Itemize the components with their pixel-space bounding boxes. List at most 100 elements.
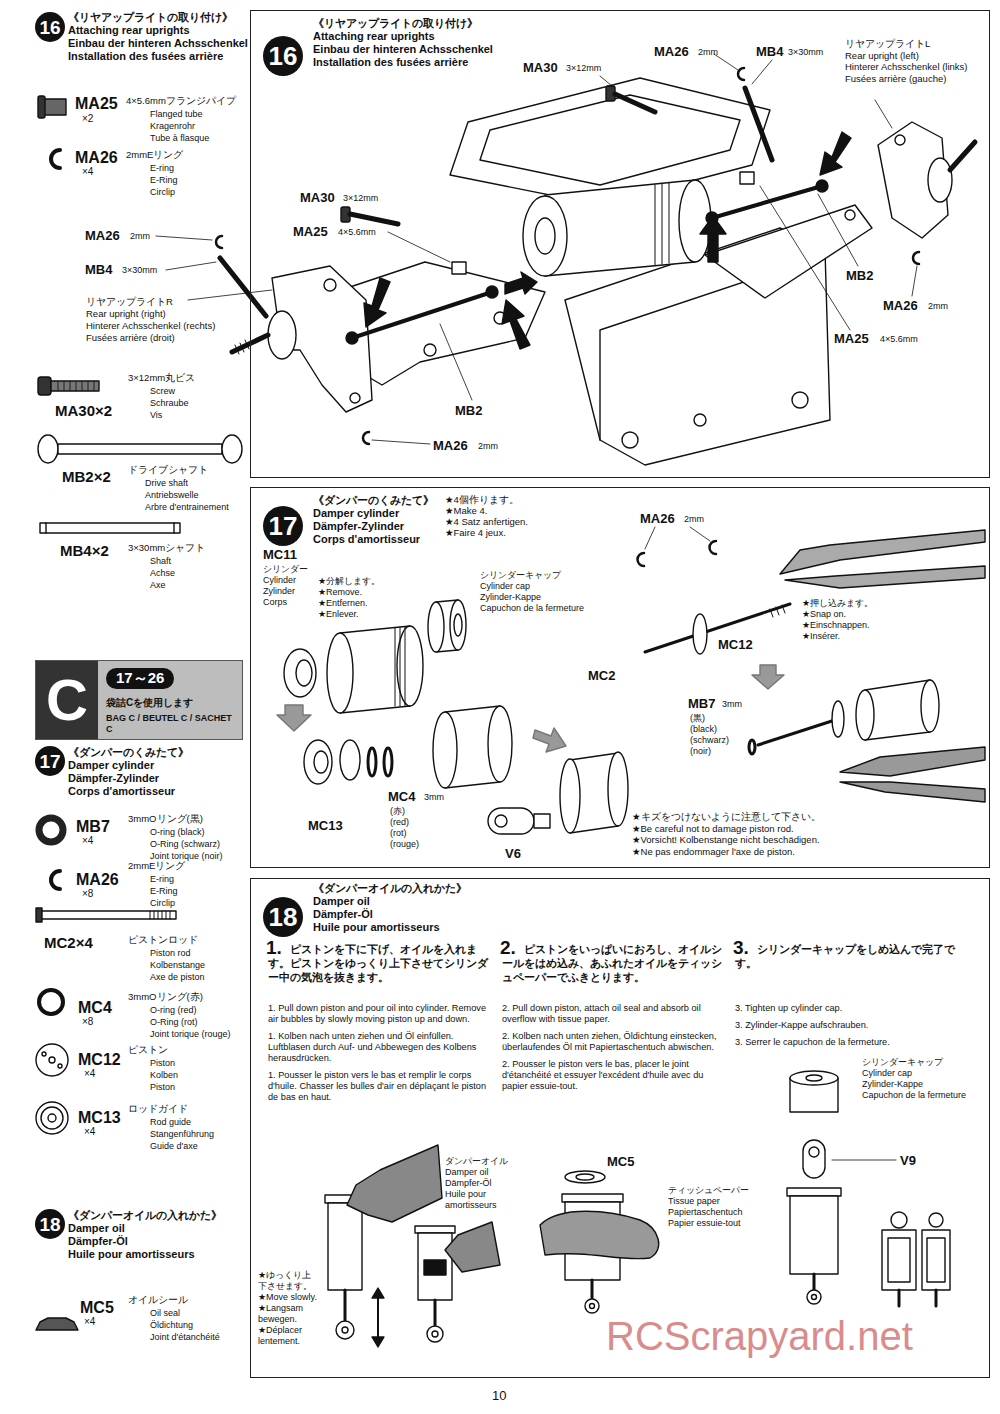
note-text: ★キズをつけないように注意して下さい。 — [632, 811, 821, 823]
label-group: MA26 — [883, 298, 918, 314]
label-group: MB2 — [455, 403, 482, 419]
step-heading-text: 《ダンパーのくみたて》 — [68, 746, 189, 759]
note-text: ★Enlever. — [318, 609, 380, 620]
part-callout: MA26 — [433, 438, 468, 454]
note-text: ★Langsam bewegen. — [258, 1303, 320, 1325]
label-group: MC5 — [607, 1154, 634, 1170]
step-heading-text: Damper oil — [68, 1222, 222, 1235]
note-text: ★Déplacer lentement. — [258, 1325, 320, 1347]
part-description: (赤) — [390, 806, 419, 817]
part-callout: MC2 — [588, 668, 615, 684]
part-description: ピストン — [128, 1044, 168, 1055]
label-group: 2mmEリング — [128, 860, 185, 871]
label-group: 3. Tighten up cylinder cap.3. Zylinder-K… — [735, 1003, 960, 1048]
label-group: 《ダンパーオイルの入れかた》Damper oilDämpfer-ÖlHuile … — [68, 1209, 222, 1261]
part-description: ダンパーオイル — [445, 1156, 530, 1167]
step-heading-text: Einbau der hinteren Achsschenkel — [68, 37, 248, 50]
note-text: ★Move slowly. — [258, 1292, 320, 1303]
label-group: MC12 — [78, 1050, 121, 1069]
label-group: シリンダーキャップをしめ込んで完了です。 — [735, 942, 960, 970]
part-description: 3×12mm丸ビス — [128, 372, 195, 383]
label-group: MC2 — [588, 668, 615, 684]
bag-note: BAG C / BEUTEL C / SACHET C — [106, 713, 240, 736]
part-callout: V9 — [900, 1153, 916, 1169]
part-callout: MB2 — [846, 268, 873, 284]
part-description: O-Ring (schwarz) — [150, 838, 223, 850]
step-heading: 《リヤアップライトの取り付け》Attaching rear uprightsEi… — [313, 17, 493, 69]
label-group: MC4 — [388, 789, 415, 805]
part-callout: MC5 — [607, 1154, 634, 1170]
part-description: リヤアップライトR — [86, 296, 215, 308]
heading-text: Dämpfer-Zylinder — [313, 520, 434, 533]
part-description: Dämpfer-Öl — [445, 1178, 530, 1189]
note-text: ★Be careful not to damage piston rod. — [632, 823, 821, 835]
note-text: ★ゆっくり上下させます。 — [258, 1270, 320, 1292]
page-number: 10 — [492, 1388, 506, 1404]
label-group: MC13 — [308, 818, 343, 834]
quantity: ×4 — [84, 1068, 95, 1080]
step-number: 16 — [263, 36, 303, 76]
part-description: シリンダーキャップ — [862, 1057, 972, 1068]
label-group: 3mmOリング(黒) — [128, 813, 203, 824]
label-group: MC11 — [263, 547, 297, 563]
part-description: リヤアップライトL — [845, 38, 975, 50]
label-group: 2mm — [130, 231, 150, 242]
label-group: (黒)(black)(schwarz)(noir) — [690, 713, 729, 757]
dimension: 3×30mm — [788, 47, 823, 58]
dimension: 2mm — [928, 301, 948, 312]
step-number-text: 18 — [269, 904, 298, 930]
watermark: RCScrapyard.net — [606, 1312, 913, 1360]
label-group: V9 — [900, 1153, 916, 1169]
label-group: 4×5.6mm — [338, 227, 376, 238]
dimension: 3×30mm — [122, 265, 157, 276]
instruction-text: 3. Zylinder-Kappe aufschrauben. — [735, 1020, 960, 1031]
part-code: MC4 — [78, 998, 112, 1017]
heading-text: Damper oil — [313, 895, 467, 908]
part-description: Fusées arrière (droit) — [86, 332, 215, 344]
instruction-text: ピストンを下に下げ、オイルを入れます。ピストンをゆっくり上下させてシリンダー中の… — [268, 942, 493, 984]
part-description: シリンダー — [263, 564, 308, 575]
label-group: 2mm — [684, 514, 704, 525]
dimension: 3×12mm — [343, 193, 378, 204]
part-description: (schwarz) — [690, 735, 729, 746]
bag-note: 袋詰Cを使用します — [106, 697, 193, 710]
step-index: 2. — [500, 936, 516, 959]
part-callout: MA26 — [654, 44, 689, 60]
heading-text: Attaching rear uprights — [313, 30, 493, 43]
label-group: PistonKolbenPiston — [150, 1057, 178, 1093]
heading-text: 《リヤアップライトの取り付け》 — [313, 17, 493, 30]
part-callout: MB7 — [688, 696, 715, 712]
part-code: MC12 — [78, 1050, 121, 1069]
step-number-text: 16 — [39, 18, 60, 37]
part-description: Papier essuie-tout — [668, 1218, 749, 1229]
quantity: ×8 — [82, 888, 93, 900]
step-heading: 《ダンパーオイルの入れかた》Damper oilDämpfer-ÖlHuile … — [313, 882, 467, 934]
part-callout: MB4 — [756, 44, 783, 60]
part-description: Corps — [263, 597, 308, 608]
label-group: 2mm — [478, 441, 498, 452]
dimension: 2mm — [478, 441, 498, 452]
step-number-text: 17 — [39, 752, 60, 771]
step-heading-text: Huile pour amortisseurs — [68, 1248, 222, 1261]
label-group: MA30×2 — [55, 402, 112, 420]
part-callout: MA26 — [883, 298, 918, 314]
part-code: MB4×2 — [60, 542, 109, 560]
note-text: ★押し込みます。 — [802, 598, 873, 609]
bag-letter: C — [36, 661, 98, 739]
part-description: Kolben — [150, 1069, 178, 1081]
part-description: Zylinder — [263, 586, 308, 597]
part-callout: MC12 — [718, 637, 753, 653]
step-heading-text: Installation des fusées arrière — [68, 50, 248, 63]
label-group: ×4 — [84, 1068, 95, 1080]
label-group: 1. — [266, 936, 282, 959]
bag-banner: C17～26袋詰Cを使用しますBAG C / BEUTEL C / SACHET… — [35, 660, 243, 740]
label-group: 3. — [733, 936, 749, 959]
part-code: MA26 — [75, 148, 118, 167]
label-group: MC2×4 — [44, 934, 93, 952]
label-group: 3×12mm — [343, 193, 378, 204]
label-group: 4×5.6mm — [880, 334, 918, 345]
part-description: Piston rod — [150, 947, 205, 959]
instruction-text: 3. Serrer le capuchon de la fermeture. — [735, 1037, 960, 1048]
note-text: ★分解します。 — [318, 576, 380, 587]
